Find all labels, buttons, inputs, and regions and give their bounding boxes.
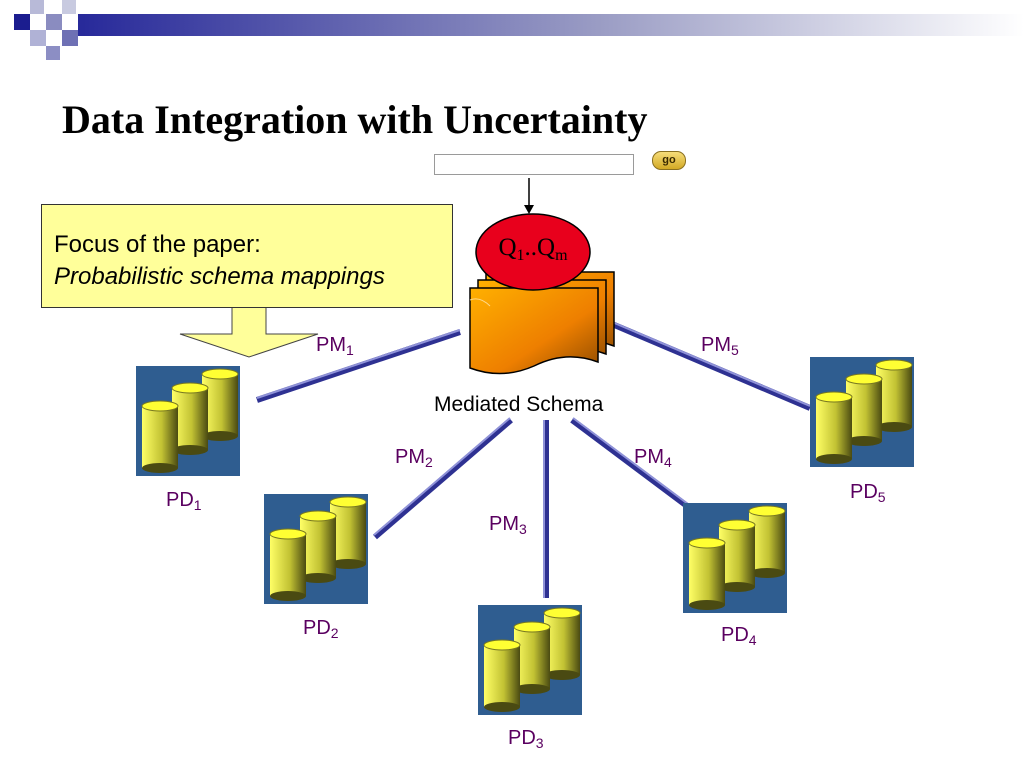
mapping-label-pm5: PM5 xyxy=(701,334,739,358)
source-label-pd5: PD5 xyxy=(850,481,886,505)
mapping-connector-pm4 xyxy=(570,417,697,515)
data-source-pd4-icon xyxy=(682,502,788,614)
header-square xyxy=(30,30,46,46)
header-square xyxy=(30,0,44,14)
query-input[interactable] xyxy=(434,154,634,175)
header-gradient-bar xyxy=(78,14,1024,36)
mapping-connector-pm2-highlight xyxy=(373,417,511,536)
header-square xyxy=(46,14,62,30)
source-label-pd2: PD2 xyxy=(303,617,339,641)
mapping-connector-pm5-highlight xyxy=(611,321,811,407)
source-label-pd3: PD3 xyxy=(508,727,544,751)
mapping-connector-pm4-highlight xyxy=(572,417,697,511)
mapping-connector-pm1 xyxy=(256,329,461,403)
slide-header-decoration xyxy=(14,0,1024,60)
slide-title: Data Integration with Uncertainty xyxy=(62,97,648,142)
mediated-schema-label: Mediated Schema xyxy=(434,393,604,416)
query-range-label: Q1..Qm xyxy=(498,234,568,264)
mapping-connector-pm5 xyxy=(610,321,812,411)
header-square xyxy=(62,0,76,14)
query-ellipse xyxy=(475,213,591,291)
mapping-label-pm1: PM1 xyxy=(316,334,354,358)
callout-arrow xyxy=(179,306,319,358)
focus-callout: Focus of the paper: Probabilistic schema… xyxy=(41,204,453,308)
go-button[interactable]: go xyxy=(652,151,686,170)
source-label-pd1: PD1 xyxy=(166,489,202,513)
data-source-pd2-icon xyxy=(263,493,369,605)
mediated-schema-document-stack xyxy=(469,271,615,375)
data-source-pd3-icon xyxy=(477,604,583,716)
mapping-connector-pm1-highlight xyxy=(256,329,461,399)
mapping-label-pm3: PM3 xyxy=(489,513,527,537)
callout-heading: Focus of the paper: xyxy=(54,231,261,258)
header-square xyxy=(62,30,78,46)
mapping-connector-pm2 xyxy=(373,417,513,540)
header-square xyxy=(14,14,30,30)
data-source-pd1-icon xyxy=(135,365,241,477)
source-label-pd4: PD4 xyxy=(721,624,757,648)
query-arrowhead xyxy=(524,205,534,214)
header-square xyxy=(46,46,60,60)
mapping-label-pm4: PM4 xyxy=(634,446,672,470)
data-source-pd5-icon xyxy=(809,356,915,468)
callout-topic: Probabilistic schema mappings xyxy=(54,263,385,290)
mapping-label-pm2: PM2 xyxy=(395,446,433,470)
